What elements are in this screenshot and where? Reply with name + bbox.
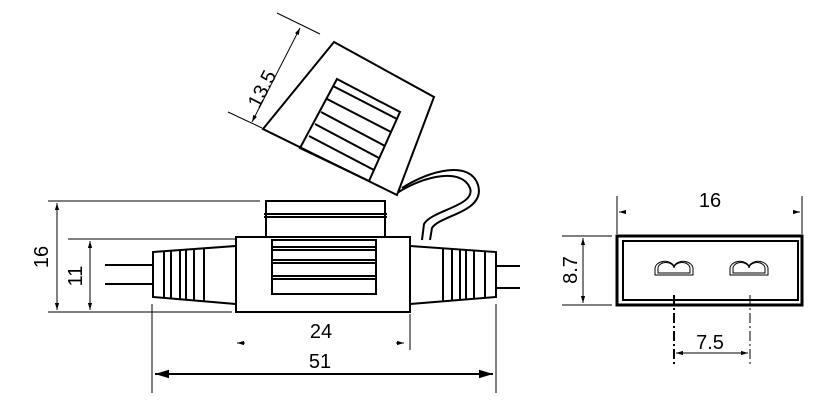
dimension-terminal-pitch: 7.5 — [676, 332, 748, 356]
fuse-body — [235, 236, 411, 313]
cap-window — [298, 77, 402, 183]
cap-strap — [401, 169, 480, 241]
body-length-label: 24 — [310, 321, 332, 343]
dimension-end-height: 8.7 — [560, 235, 612, 306]
overall-height-label: 16 — [31, 246, 53, 268]
boot-height-label: 11 — [65, 266, 87, 287]
dimension-overall-height: 16 — [31, 200, 260, 313]
body-window — [271, 239, 377, 295]
end-width-label: 16 — [699, 190, 721, 212]
dimension-overall-length: 51 — [151, 304, 497, 393]
fuse-cap-top — [265, 200, 386, 242]
terminal-right — [729, 260, 769, 276]
overall-length-label: 51 — [309, 351, 331, 373]
fuse-holder-end-view — [615, 234, 804, 365]
dimension-boot-height: 11 — [65, 238, 236, 310]
dimension-end-width: 16 — [616, 190, 803, 234]
dimension-body-length: 24 — [237, 314, 411, 350]
terminal-left — [654, 260, 694, 276]
terminal-pitch-label: 7.5 — [696, 332, 724, 354]
end-height-label: 8.7 — [560, 256, 582, 284]
fuse-holder-side-view — [105, 200, 520, 313]
boot-right — [409, 244, 497, 306]
boot-left — [152, 244, 237, 306]
cap-width-label: 13.5 — [244, 67, 281, 112]
